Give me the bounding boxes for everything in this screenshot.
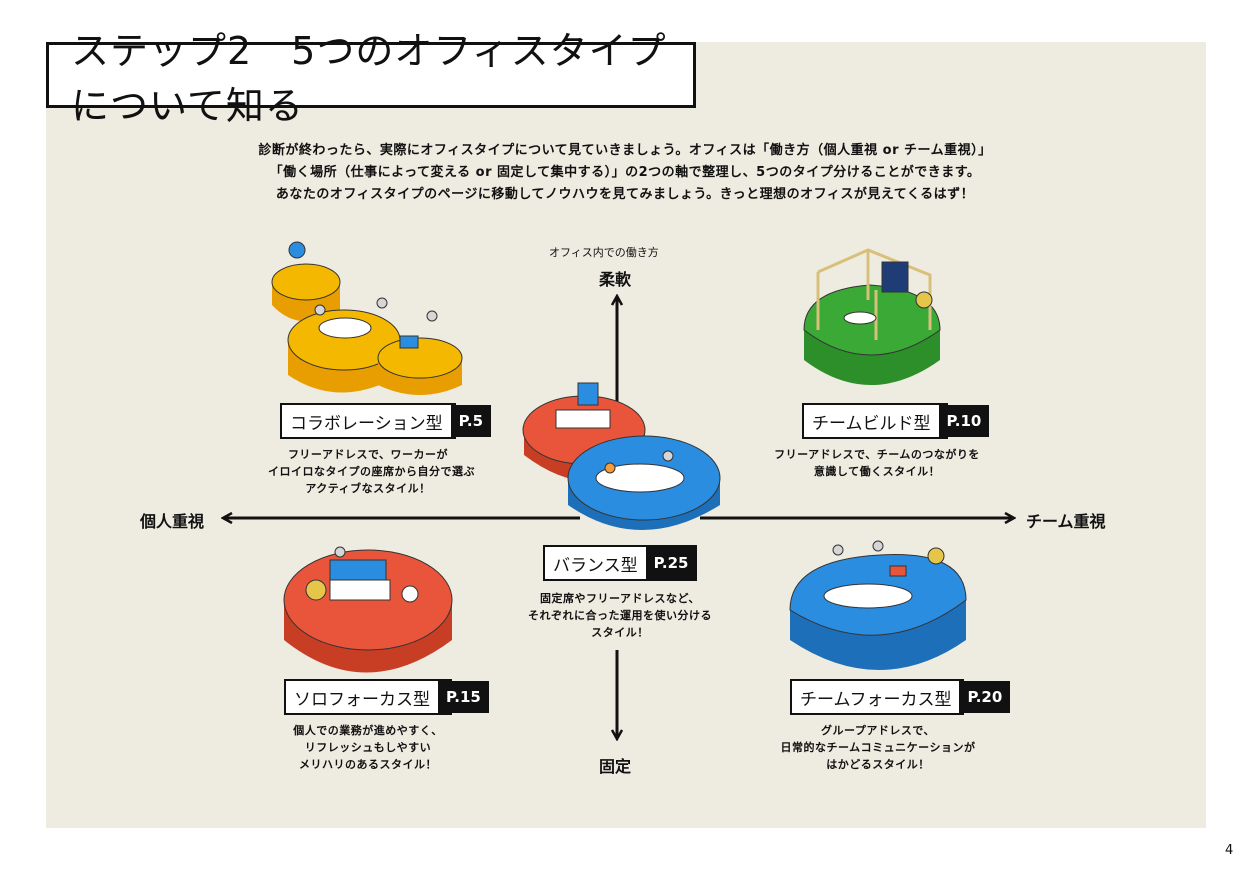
solofocus-label[interactable]: ソロフォーカス型 P.15 (284, 679, 489, 715)
desc-line: スタイル！ (591, 626, 649, 639)
type-page: P.25 (645, 547, 697, 579)
page-number: 4 (1225, 843, 1234, 858)
teamfocus-desc: グループアドレスで、 日常的なチームコミュニケーションが はかどるスタイル！ (760, 722, 996, 773)
intro-line: 「働く場所（仕事によって変える or 固定して集中する）」の2つの軸で整理し、5… (269, 165, 981, 180)
axis-left-label: 個人重視 (140, 512, 205, 531)
type-name: チームビルド型 (812, 413, 931, 434)
solofocus-desc: 個人での業務が進めやすく、 リフレッシュもしやすい メリハリのあるスタイル！ (268, 722, 468, 773)
axis-bottom-label: 固定 (599, 757, 632, 776)
intro-line: あなたのオフィスタイプのページに移動してノウハウを見てみましょう。きっと理想のオ… (275, 187, 975, 202)
type-name: ソロフォーカス型 (294, 689, 430, 710)
balance-desc: 固定席やフリーアドレスなど、 それぞれに合った運用を使い分ける スタイル！ (510, 590, 730, 641)
type-page: P.10 (938, 405, 990, 437)
desc-line: 意識して働くスタイル！ (813, 465, 941, 478)
teambuild-label[interactable]: チームビルド型 P.10 (802, 403, 990, 439)
desc-line: メリハリのあるスタイル！ (299, 758, 437, 771)
teamfocus-label[interactable]: チームフォーカス型 P.20 (790, 679, 1011, 715)
solofocus-illustration (283, 546, 453, 673)
axis-top-caption: オフィス内での働き方 (549, 246, 659, 259)
desc-line: リフレッシュもしやすい (304, 741, 432, 754)
collaboration-illustration (271, 241, 463, 395)
desc-line: フリーアドレスで、ワーカーが (287, 448, 449, 461)
teamfocus-illustration (789, 540, 967, 670)
desc-line: 日常的なチームコミュニケーションが (780, 741, 976, 754)
collaboration-label[interactable]: コラボレーション型 P.5 (280, 403, 492, 439)
type-name: チームフォーカス型 (800, 689, 952, 710)
desc-line: イロイロなタイプの座席から自分で選ぶ (268, 465, 475, 478)
balance-illustration (522, 382, 721, 530)
desc-line: はかどるスタイル！ (826, 758, 930, 771)
axis-right-label: チーム重視 (1026, 512, 1106, 531)
desc-line: グループアドレスで、 (821, 724, 935, 737)
desc-line: フリーアドレスで、チームのつながりを (774, 448, 980, 461)
type-page: P.15 (438, 681, 489, 713)
teambuild-desc: フリーアドレスで、チームのつながりを 意識して働くスタイル！ (765, 446, 989, 480)
type-page: P.5 (450, 405, 492, 437)
intro-text: 診断が終わったら、実際にオフィスタイプについて見ていきましょう。オフィスは「働き… (120, 140, 1130, 206)
axis-top-label: 柔軟 (599, 270, 632, 289)
desc-line: それぞれに合った運用を使い分ける (528, 609, 712, 622)
type-name: バランス型 (553, 555, 638, 576)
balance-label[interactable]: バランス型 P.25 (543, 545, 697, 581)
desc-line: 個人での業務が進めやすく、 (293, 724, 443, 737)
collaboration-desc: フリーアドレスで、ワーカーが イロイロなタイプの座席から自分で選ぶ アクティブな… (268, 446, 475, 497)
desc-line: アクティブなスタイル！ (305, 482, 431, 495)
type-name: コラボレーション型 (290, 413, 443, 434)
intro-line: 診断が終わったら、実際にオフィスタイプについて見ていきましょう。オフィスは「働き… (258, 143, 992, 158)
type-page: P.20 (959, 681, 1011, 713)
teambuild-illustration (803, 248, 941, 385)
desc-line: 固定席やフリーアドレスなど、 (539, 592, 700, 605)
